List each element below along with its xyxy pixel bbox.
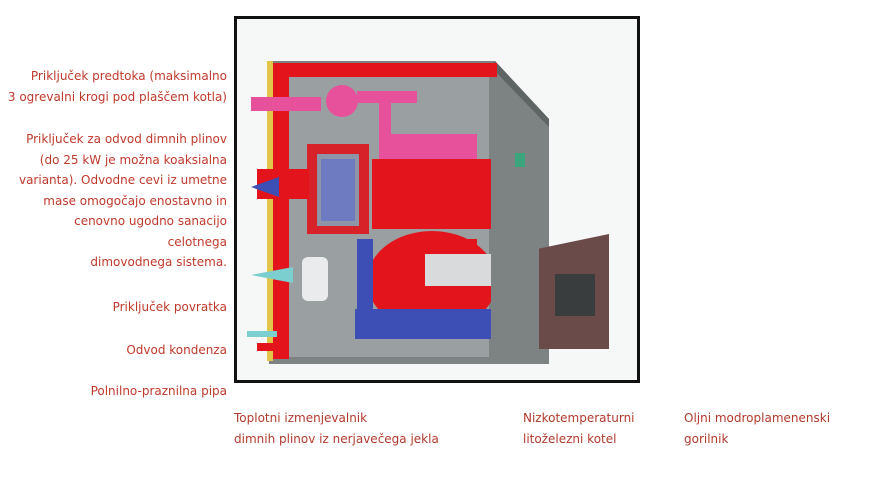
label-oil-burner: Oljni modroplamenenski gorilnik xyxy=(684,411,831,446)
brass-edge-strip xyxy=(267,61,273,361)
label-flue-gas-connection: Priključek za odvod dimnih plinov (do 25… xyxy=(18,132,227,269)
label-flow-connection: Priključek predtoka (maksimalno 3 ogreva… xyxy=(7,69,227,104)
label-heat-exchanger: Toplotni izmenjevalnik dimnih plinov iz … xyxy=(234,411,439,446)
label-fill-drain-valve: Polnilno-praznilna pipa xyxy=(90,384,227,398)
flow-pipe-top xyxy=(357,91,417,103)
burner-tube xyxy=(425,254,495,286)
boiler-cutaway-illustration xyxy=(247,61,609,364)
circulation-pump xyxy=(326,85,358,117)
red-jacket-left xyxy=(271,63,289,359)
oil-burner-motor xyxy=(555,274,595,316)
drain-pipe-outlet xyxy=(247,331,277,337)
casing-top-bevel xyxy=(491,61,549,127)
heat-exchanger-fins xyxy=(321,159,355,221)
flue-gas-arrow xyxy=(251,177,279,197)
return-pipe-left xyxy=(357,239,373,319)
control-indicator xyxy=(515,153,525,167)
return-water-base xyxy=(355,309,505,339)
cast-iron-boiler-upper xyxy=(372,159,492,229)
label-condensate-drain: Odvod kondenza xyxy=(126,343,227,357)
red-jacket-top xyxy=(271,63,497,77)
flow-pipe-inlet xyxy=(251,97,321,111)
fill-drain-pipe xyxy=(257,343,277,351)
boiler-cutaway-image-frame xyxy=(234,16,640,383)
condensate-trap xyxy=(302,257,328,301)
return-inlet-arrow xyxy=(251,267,293,283)
label-cast-iron-boiler: Nizkotemperaturni litoželezni kotel xyxy=(523,411,635,446)
label-return-connection: Priključek povratka xyxy=(112,300,227,314)
